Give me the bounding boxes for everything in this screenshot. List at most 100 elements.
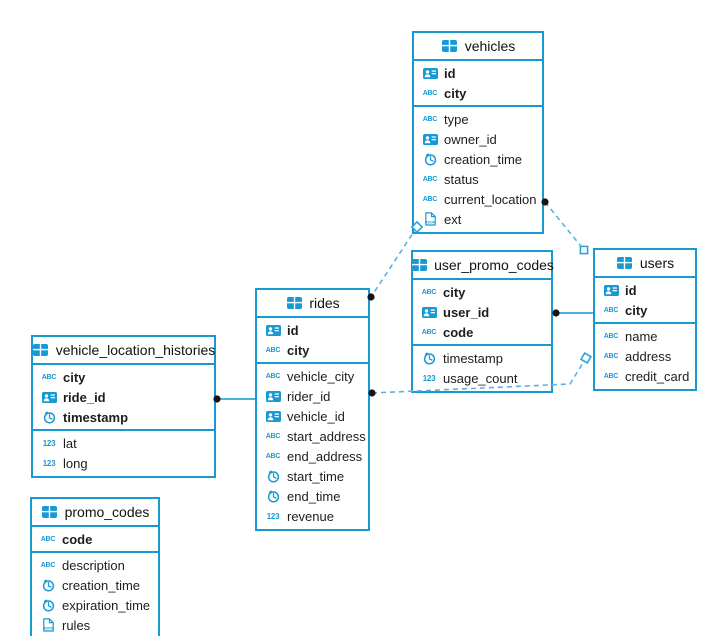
field-row-city[interactable]: ABC city [41,369,86,385]
field-row-timestamp[interactable]: timestamp [413,348,551,368]
text-icon: ABC [422,115,438,123]
fields-section: timestamp 123 usage_count [413,346,551,391]
field-row-address[interactable]: ABC address [603,348,672,364]
table-vehicles[interactable]: vehicles id ABC city ABC type owner_id c… [412,31,544,234]
text-icon: ABC [265,432,281,440]
table-title: vehicle_location_histories [55,342,216,358]
table-header[interactable]: rides [257,290,368,318]
table-header[interactable]: vehicles [414,33,542,61]
text-icon: ABC [603,306,619,314]
field-row-user_id[interactable]: user_id [413,302,551,322]
table-icon [441,40,459,52]
field-row-creation_time[interactable]: creation_time [32,575,158,595]
field-row-start_address[interactable]: ABC start_address [265,428,366,444]
field-row-start_time[interactable]: start_time [257,466,368,486]
svg-text:JSON: JSON [43,627,54,631]
field-row-id[interactable]: id [595,280,695,300]
field-row-id[interactable]: id [414,63,542,83]
time-icon [39,578,57,592]
text-icon: ABC [40,535,56,543]
time-icon [39,598,57,612]
primary-key-section: id ABC city [414,61,542,107]
text-icon: ABC [265,372,281,380]
table-header[interactable]: users [595,250,695,278]
field-row-city[interactable]: ABC city [422,85,467,101]
fields-section: ABC name ABC address ABC credit_card [595,324,695,389]
field-row-code[interactable]: ABC code [421,324,474,340]
field-row-current_location[interactable]: ABC current_location [422,191,537,207]
primary-key-section: ABC city ride_id timestamp [33,365,214,431]
primary-key-section: id ABC city [257,318,368,364]
field-row-creation_time[interactable]: creation_time [414,149,542,169]
field-row-ride_id[interactable]: ride_id [33,387,214,407]
field-row-rules[interactable]: JSON rules [32,615,158,635]
field-row-end_time[interactable]: end_time [257,486,368,506]
table-promo_codes[interactable]: promo_codes ABC code ABC description cre… [30,497,160,636]
field-row-description[interactable]: ABC description [40,557,125,573]
table-header[interactable]: vehicle_location_histories [32,337,216,365]
field-row-end_address[interactable]: ABC end_address [265,448,363,464]
text-icon: ABC [265,452,281,460]
relationship-line[interactable] [544,201,585,251]
table-icon [410,259,428,271]
text-icon: ABC [41,373,57,381]
uuid-icon [602,284,620,296]
primary-key-section: ABC code [32,527,158,553]
fields-section: ABC vehicle_city rider_id vehicle_id ABC… [257,364,368,529]
text-icon: ABC [603,332,619,340]
field-row-name[interactable]: ABC name [603,328,658,344]
field-row-vehicle_city[interactable]: ABC vehicle_city [265,368,355,384]
field-row-lat[interactable]: 123 lat [33,433,214,453]
field-row-long[interactable]: 123 long [33,453,214,473]
table-icon [616,257,634,269]
field-row-status[interactable]: ABC status [422,171,479,187]
field-row-owner_id[interactable]: owner_id [414,129,542,149]
field-row-vehicle_id[interactable]: vehicle_id [257,406,368,426]
field-row-code[interactable]: ABC code [40,531,93,547]
table-rides[interactable]: rides id ABC city ABC vehicle_city rider… [255,288,370,531]
field-row-city[interactable]: ABC city [421,284,466,300]
table-title: user_promo_codes [434,257,554,273]
field-row-expiration_time[interactable]: expiration_time [32,595,158,615]
field-row-rider_id[interactable]: rider_id [257,386,368,406]
field-row-id[interactable]: id [257,320,368,340]
number-icon: 123 [422,373,436,383]
time-icon [421,152,439,166]
table-users[interactable]: users id ABC city ABC name ABC address A… [593,248,697,391]
field-row-type[interactable]: ABC type [422,111,469,127]
text-icon: ABC [421,288,437,296]
json-icon: JSON [39,618,57,632]
uuid-icon [264,324,282,336]
time-icon [40,410,58,424]
table-icon [41,506,59,518]
field-row-credit_card[interactable]: ABC credit_card [603,368,690,384]
field-row-timestamp[interactable]: timestamp [33,407,214,427]
text-icon: ABC [422,89,438,97]
field-row-city[interactable]: ABC city [265,342,310,358]
time-icon [420,351,438,365]
primary-key-section: id ABC city [595,278,695,324]
table-user_promo_codes[interactable]: user_promo_codes ABC city user_id ABC co… [410,250,554,393]
text-icon: ABC [603,372,619,380]
table-icon [32,344,50,356]
number-icon: 123 [42,438,56,448]
field-row-ext[interactable]: JSON ext [414,209,542,229]
text-icon: ABC [422,195,438,203]
field-row-usage_count[interactable]: 123 usage_count [413,368,551,388]
table-icon [285,297,303,309]
text-icon: ABC [603,352,619,360]
field-row-revenue[interactable]: 123 revenue [257,506,368,526]
fields-section: ABC type owner_id creation_time ABC stat… [414,107,542,232]
table-vehicle_location_histories[interactable]: vehicle_location_histories ABC city ride… [31,335,216,478]
relationship-vehicle_location_histories-rides[interactable] [213,395,255,403]
relationship-vehicles-users[interactable] [541,198,589,255]
fields-section: 123 lat 123 long [33,431,214,476]
table-header[interactable]: user_promo_codes [410,252,554,280]
time-icon [264,469,282,483]
time-icon [264,489,282,503]
relationship-user_promo_codes-users[interactable] [552,309,593,317]
field-row-city[interactable]: ABC city [603,302,648,318]
svg-text:JSON: JSON [425,221,436,225]
table-header[interactable]: promo_codes [32,499,158,527]
